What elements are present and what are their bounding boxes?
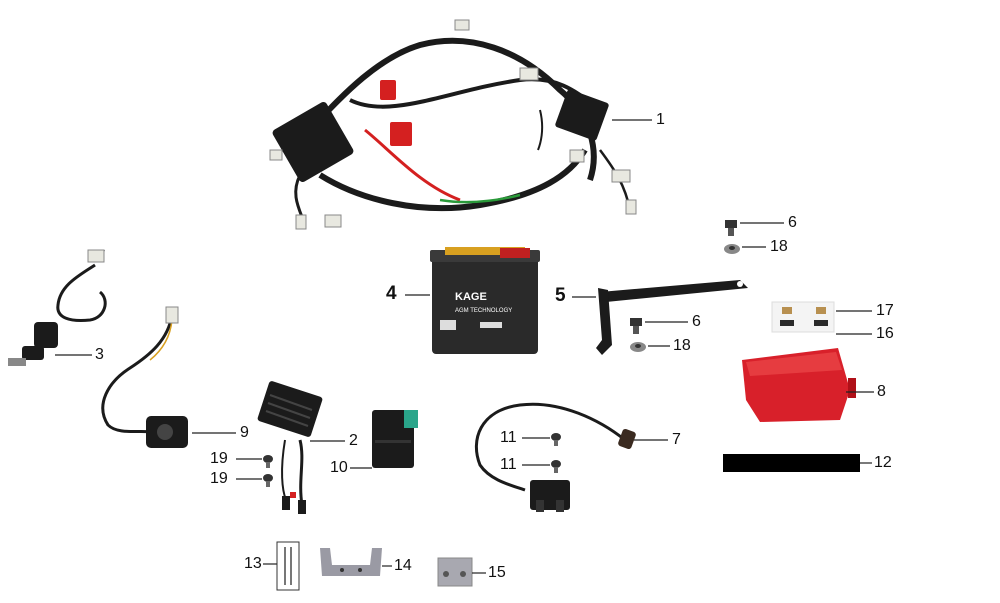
rivets bbox=[276, 541, 300, 591]
cdi-unit bbox=[372, 410, 418, 468]
callout-11-lower: 11 bbox=[500, 456, 517, 473]
callout-7: 7 bbox=[672, 431, 681, 448]
nut-18-lower bbox=[630, 342, 646, 352]
nut-18-upper bbox=[724, 244, 740, 254]
callout-3: 3 bbox=[95, 346, 104, 363]
callout-18-lower: 18 bbox=[673, 337, 691, 354]
relay-with-lead bbox=[101, 306, 188, 448]
leader-lines bbox=[55, 119, 874, 574]
callout-10: 10 bbox=[330, 459, 348, 476]
tail-light bbox=[742, 348, 856, 422]
battery-brand: KAGE bbox=[455, 291, 487, 303]
callout-15: 15 bbox=[488, 564, 506, 581]
mounting-clip bbox=[320, 548, 382, 576]
callout-14: 14 bbox=[394, 557, 412, 574]
ignition-switch bbox=[8, 249, 107, 366]
callout-9: 9 bbox=[240, 424, 249, 441]
bulb-clips bbox=[771, 301, 835, 333]
callout-17: 17 bbox=[876, 302, 894, 319]
callout-19-lower: 19 bbox=[210, 470, 228, 487]
screw-19-upper bbox=[263, 455, 273, 468]
callout-2: 2 bbox=[349, 432, 358, 449]
redacted-bar bbox=[723, 454, 860, 472]
mounting-plate bbox=[437, 557, 473, 587]
bracket bbox=[596, 280, 748, 355]
battery: KAGE AGM TECHNOLOGY bbox=[430, 247, 540, 354]
wiring-harness bbox=[269, 19, 637, 230]
callout-18-upper: 18 bbox=[770, 238, 788, 255]
callout-12: 12 bbox=[874, 454, 892, 471]
battery-subtitle: AGM TECHNOLOGY bbox=[455, 308, 512, 314]
bolt-11-upper bbox=[551, 433, 561, 446]
callout-16: 16 bbox=[876, 325, 894, 342]
ignition-coil bbox=[474, 402, 636, 512]
callout-6-lower: 6 bbox=[692, 313, 701, 330]
rectifier bbox=[257, 381, 323, 514]
callout-11-upper: 11 bbox=[500, 429, 517, 446]
callout-1: 1 bbox=[656, 111, 665, 128]
callout-4: 4 bbox=[386, 283, 397, 304]
callout-8: 8 bbox=[877, 383, 886, 400]
callout-5: 5 bbox=[555, 285, 566, 306]
bolt-6-lower bbox=[630, 318, 642, 334]
bolt-6-upper bbox=[725, 220, 737, 236]
callout-6-upper: 6 bbox=[788, 214, 797, 231]
callout-13: 13 bbox=[244, 555, 262, 572]
callout-19-upper: 19 bbox=[210, 450, 228, 467]
screw-19-lower bbox=[263, 474, 273, 487]
bolt-11-lower bbox=[551, 460, 561, 473]
